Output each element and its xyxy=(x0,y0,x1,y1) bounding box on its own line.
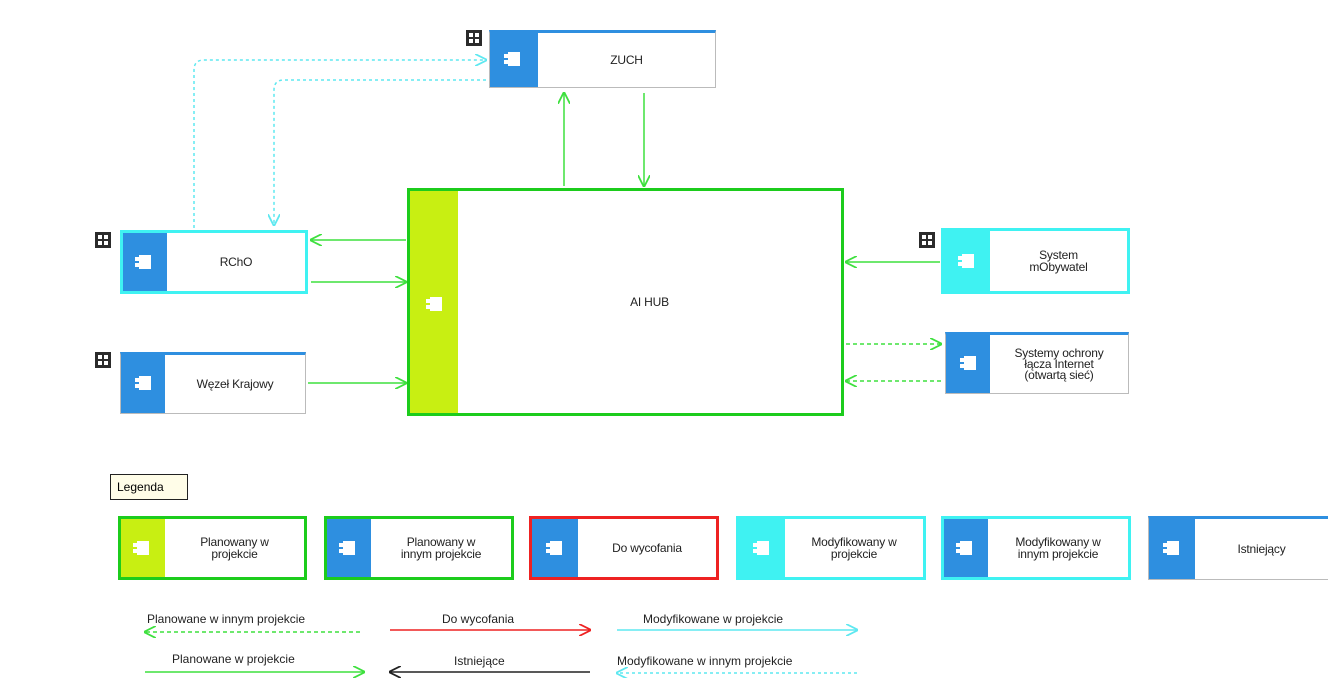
legend-box-modyfikowany-inny: Modyfikowany w innym projekcie xyxy=(941,516,1131,580)
legend-line-label: Planowane w innym projekcie xyxy=(147,612,306,626)
legend-box-modyfikowany: Modyfikowany w projekcie xyxy=(736,516,926,580)
legend-box-label: Planowany w projekcie xyxy=(200,535,269,561)
component-icon xyxy=(958,254,974,268)
node-label: System mObywatel xyxy=(1029,248,1088,274)
legend-box-label: Istniejący xyxy=(1237,542,1286,556)
legend-box-planowany: Planowany w projekcie xyxy=(118,516,307,580)
component-icon xyxy=(960,356,976,370)
node-wezel-krajowy[interactable]: Węzeł Krajowy xyxy=(120,352,306,414)
legend-line-label: Planowane w projekcie xyxy=(172,652,295,666)
component-icon xyxy=(956,541,972,555)
node-system-mobywatel[interactable]: System mObywatel xyxy=(941,228,1130,294)
node-label: AI HUB xyxy=(630,295,669,309)
component-marker-icon xyxy=(95,352,111,368)
component-marker-icon xyxy=(95,232,111,248)
component-icon xyxy=(504,52,520,66)
node-label: RChO xyxy=(219,255,253,269)
legend-box-istniejacy: Istniejący xyxy=(1148,516,1328,580)
legend-line-label: Istniejące xyxy=(454,654,505,668)
component-icon xyxy=(339,541,355,555)
legend-box-planowany-inny: Planowany w innym projekcie xyxy=(324,516,514,580)
component-icon xyxy=(133,541,149,555)
legend-box-wycofania: Do wycofania xyxy=(529,516,719,580)
connector-rcho-zuch-2 xyxy=(274,79,486,225)
component-icon xyxy=(1163,541,1179,555)
node-rcho[interactable]: RChO xyxy=(120,230,308,294)
legend-line-label: Modyfikowane w projekcie xyxy=(643,612,784,626)
component-icon xyxy=(753,541,769,555)
node-systemy-ochrony[interactable]: Systemy ochrony łącza Internet (otwartą … xyxy=(945,332,1129,394)
legend-box-label: Do wycofania xyxy=(612,541,682,555)
legend-line-label: Do wycofania xyxy=(442,612,515,626)
node-zuch[interactable]: ZUCH xyxy=(489,30,716,88)
node-ai-hub[interactable]: AI HUB xyxy=(407,188,844,416)
node-label: Węzeł Krajowy xyxy=(196,377,274,391)
component-marker-icon xyxy=(919,232,935,248)
legend-box-label: Modyfikowany w projekcie xyxy=(811,535,897,561)
legend-title: Legenda xyxy=(110,474,188,500)
legend-box-label: Modyfikowany w innym projekcie xyxy=(1015,535,1101,561)
component-icon xyxy=(426,297,442,311)
component-icon xyxy=(135,255,151,269)
legend-line-label: Modyfikowane w innym projekcie xyxy=(617,654,793,668)
component-icon xyxy=(135,376,151,390)
node-label: Systemy ochrony łącza Internet (otwartą … xyxy=(1014,345,1104,382)
component-marker-icon xyxy=(466,30,482,46)
component-icon xyxy=(546,541,562,555)
legend-box-label: Planowany w innym projekcie xyxy=(400,535,482,561)
connector-rcho-zuch-1 xyxy=(193,60,486,228)
node-label: ZUCH xyxy=(610,53,643,67)
